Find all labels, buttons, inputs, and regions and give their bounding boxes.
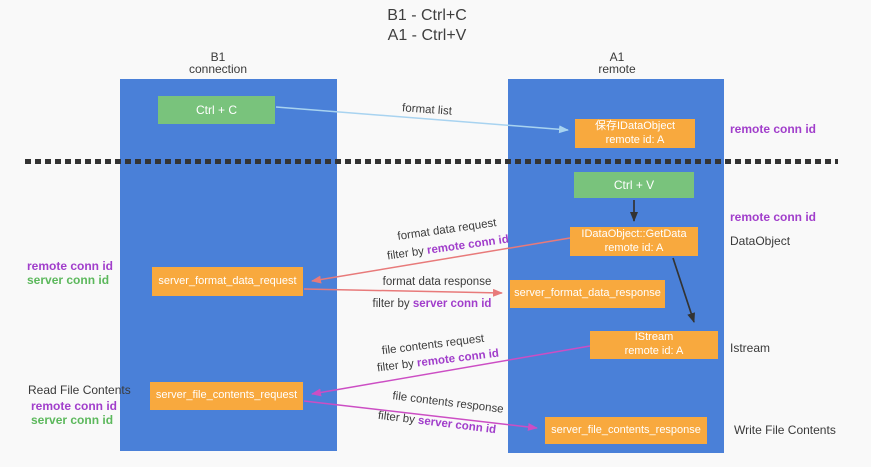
diagram-title: B1 - Ctrl+C A1 - Ctrl+V	[387, 6, 467, 46]
server-conn-id-highlight: server conn id	[417, 414, 497, 437]
istream-side-label: Istream	[730, 341, 771, 355]
filter-prefix: filter by	[377, 409, 419, 427]
write-file-contents-label: Write File Contents	[734, 423, 836, 437]
dataobject-label: DataObject	[730, 234, 791, 248]
diagram-title-line1: B1 - Ctrl+C	[387, 7, 467, 24]
filter-by-server-conn-id-label-1: filter by server conn id	[373, 298, 492, 310]
ctrl-v-node: Ctrl + V	[574, 172, 694, 198]
idataobject-getdata-node: IDataObject::GetData remote id: A	[570, 227, 698, 256]
server-file-contents-request-node: server_file_contents_request	[150, 382, 303, 410]
left-remote-conn-id-label-2: remote conn id	[31, 399, 118, 413]
left-server-conn-id-label-2: server conn id	[31, 413, 114, 427]
server-format-data-response-label: server_format_data_response	[514, 287, 661, 300]
server-file-contents-response-label: server_file_contents_response	[551, 423, 701, 436]
cache-idataobject-line1: 保存IDataObject	[594, 119, 676, 132]
ctrl-v-label: Ctrl + V	[613, 177, 655, 192]
file-contents-response-label: file contents response	[391, 390, 505, 416]
idataobject-getdata-line2: remote id: A	[604, 241, 664, 254]
right-column-name: A1	[609, 50, 625, 64]
left-column-subtitle: connection	[188, 62, 248, 76]
ctrl-c-label: Ctrl + C	[195, 102, 237, 117]
format-data-response-label: format data response	[382, 276, 492, 288]
filter-prefix: filter by	[386, 244, 428, 263]
server-format-data-response-node: server_format_data_response	[510, 280, 665, 308]
left-remote-conn-id-label-1: remote conn id	[27, 259, 114, 273]
istream-line2: remote id: A	[624, 345, 684, 357]
filter-prefix: filter by	[376, 357, 418, 375]
server-file-contents-response-node: server_file_contents_response	[545, 417, 707, 444]
cache-idataobject-line2: remote id: A	[605, 133, 665, 146]
diagram-title-line2: A1 - Ctrl+V	[387, 27, 467, 44]
right-column-header: A1 remote	[598, 51, 635, 75]
idataobject-getdata-line1: IDataObject::GetData	[581, 227, 687, 240]
server-file-contents-request-label: server_file_contents_request	[155, 389, 298, 402]
filter-prefix: filter by	[372, 298, 413, 310]
cache-idataobject-node: 保存IDataObject remote id: A	[575, 119, 695, 148]
server-conn-id-highlight: server conn id	[412, 298, 492, 310]
left-column-name: B1	[210, 50, 226, 64]
phase-separator-dashed-line	[25, 159, 838, 164]
istream-node: IStream remote id: A	[590, 331, 718, 359]
left-column-header: B1 connection	[189, 51, 247, 75]
right-remote-conn-id-label-1: remote conn id	[730, 122, 817, 136]
filter-by-server-conn-id-label-2: filter by server conn id	[377, 410, 496, 436]
server-format-data-request-node: server_format_data_request	[152, 267, 303, 296]
right-remote-conn-id-label-2: remote conn id	[730, 210, 817, 224]
format-list-label: format list	[401, 102, 453, 118]
read-file-contents-label: Read File Contents	[28, 383, 131, 397]
left-server-conn-id-label-1: server conn id	[27, 273, 110, 287]
server-format-data-request-label: server_format_data_request	[158, 274, 297, 287]
istream-line1: IStream	[634, 331, 674, 344]
right-column-subtitle: remote	[598, 62, 636, 76]
ctrl-c-node: Ctrl + C	[158, 96, 275, 124]
